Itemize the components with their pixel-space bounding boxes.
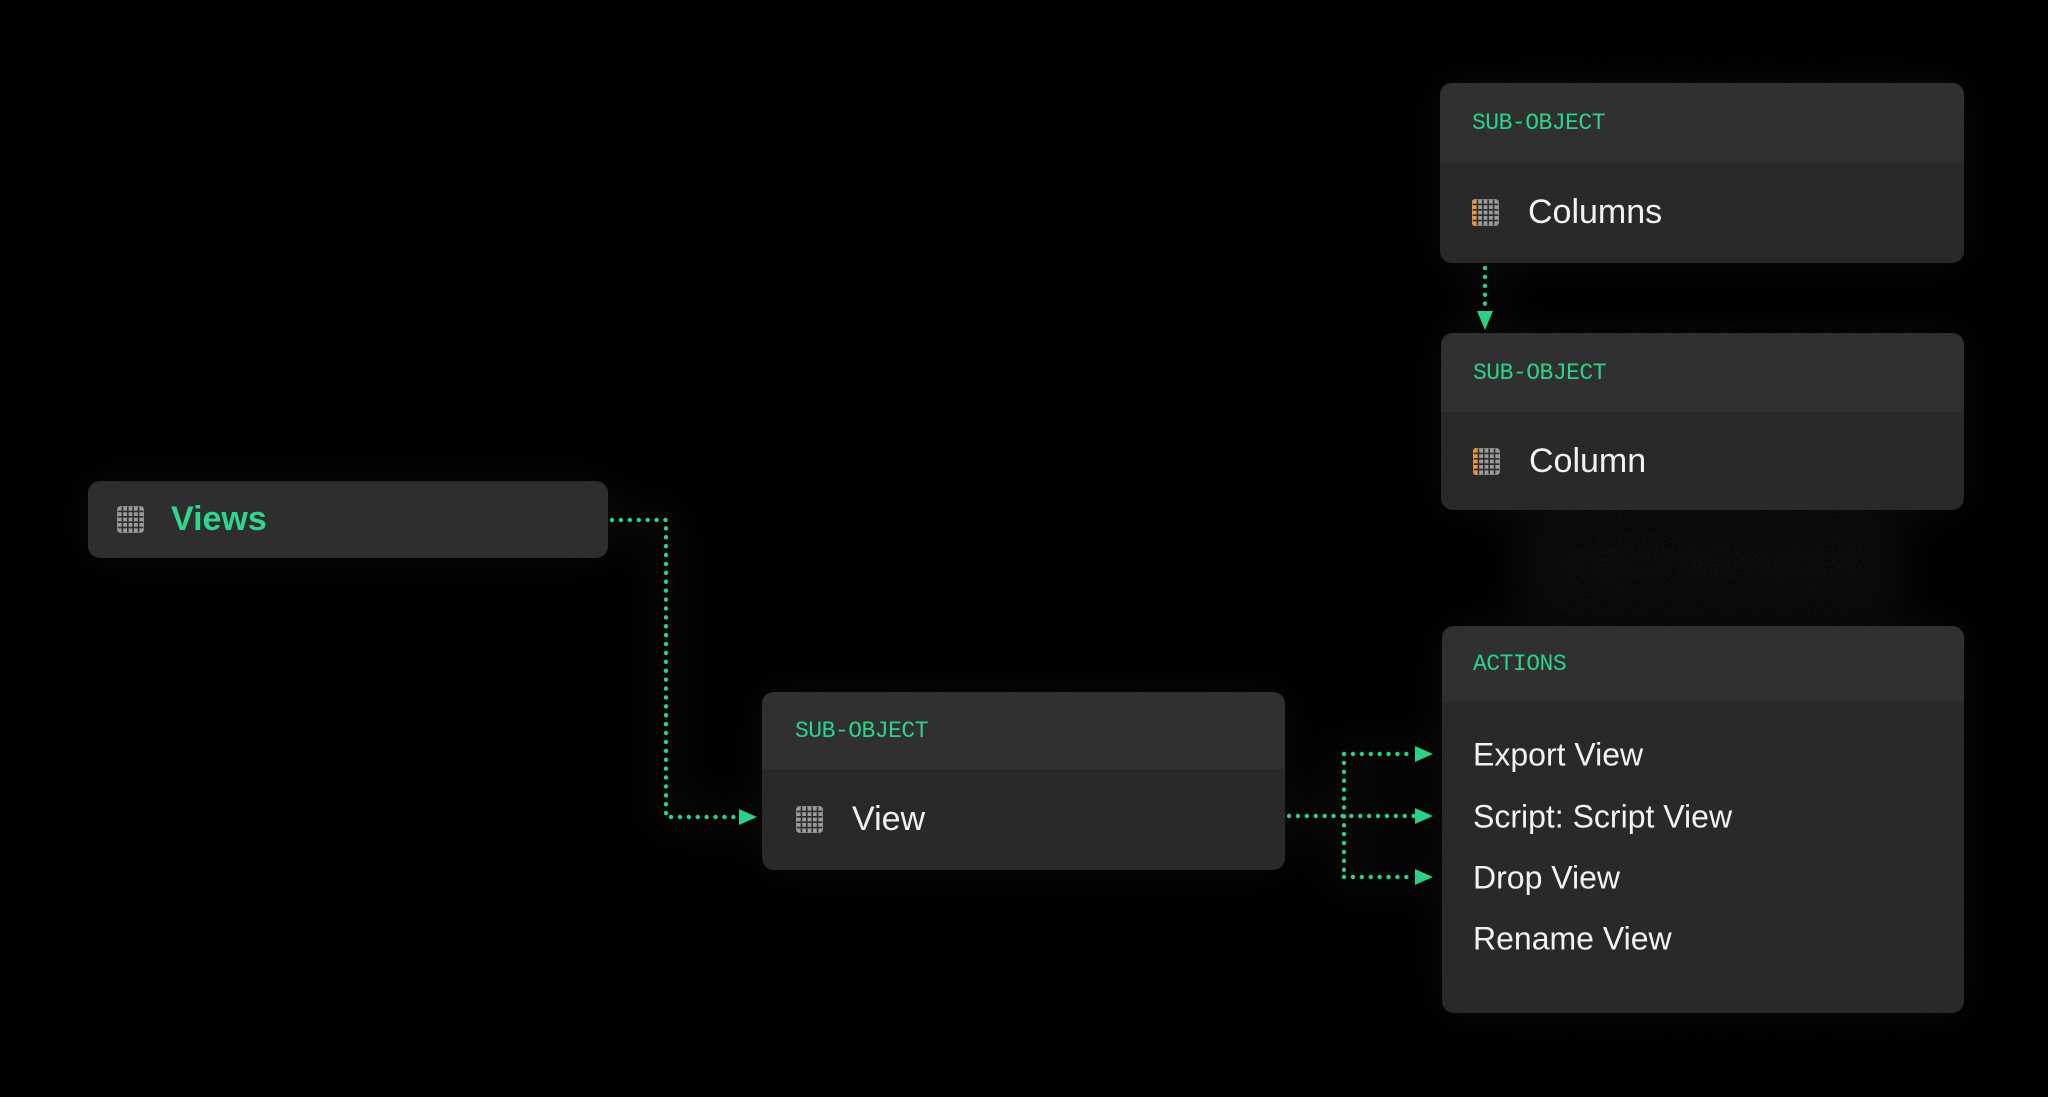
view-node-header: SUB-OBJECT xyxy=(762,692,1285,769)
arrowhead-right-icon xyxy=(1415,746,1433,762)
arrowhead-right-icon xyxy=(1415,869,1433,885)
table-column-icon xyxy=(1472,199,1499,226)
action-item-drop-view: Drop View xyxy=(1473,859,1621,896)
view-node-row: View xyxy=(762,769,1285,870)
column-node-row: Column xyxy=(1441,412,1964,510)
actions-node-header: ACTIONS xyxy=(1442,626,1964,702)
view-node: SUB-OBJECT View xyxy=(762,692,1285,870)
arrowhead-right-icon xyxy=(739,809,757,825)
columns-node: SUB-OBJECT Columns xyxy=(1440,83,1964,263)
table-column-icon xyxy=(1473,447,1500,475)
column-node-header: SUB-OBJECT xyxy=(1441,333,1964,412)
connector-lines xyxy=(609,265,1488,880)
views-node: Views xyxy=(88,481,608,558)
sub-object-tag: SUB-OBJECT xyxy=(795,717,929,744)
action-item-export-view: Export View xyxy=(1473,736,1644,773)
table-grid-icon xyxy=(117,506,144,533)
column-node-label: Column xyxy=(1529,441,1647,480)
views-node-label: Views xyxy=(171,500,267,538)
sub-object-tag: SUB-OBJECT xyxy=(1472,109,1606,136)
action-item-script-view: Script: Script View xyxy=(1473,798,1733,835)
actions-node: ACTIONS Export View Script: Script View … xyxy=(1442,626,1964,1013)
columns-node-row: Columns xyxy=(1440,162,1964,263)
arrowheads xyxy=(739,311,1493,885)
actions-tag: ACTIONS xyxy=(1473,651,1567,677)
connector-views-to-view xyxy=(609,517,739,820)
column-node: SUB-OBJECT Column xyxy=(1441,333,1964,510)
table-grid-icon xyxy=(796,806,823,833)
arrowhead-right-icon xyxy=(1415,808,1433,824)
action-item-rename-view: Rename View xyxy=(1473,920,1672,957)
columns-node-header: SUB-OBJECT xyxy=(1440,83,1964,162)
columns-node-label: Columns xyxy=(1528,193,1663,231)
sub-object-tag: SUB-OBJECT xyxy=(1473,359,1607,386)
arrowhead-down-icon xyxy=(1477,311,1493,330)
view-node-label: View xyxy=(852,800,926,838)
